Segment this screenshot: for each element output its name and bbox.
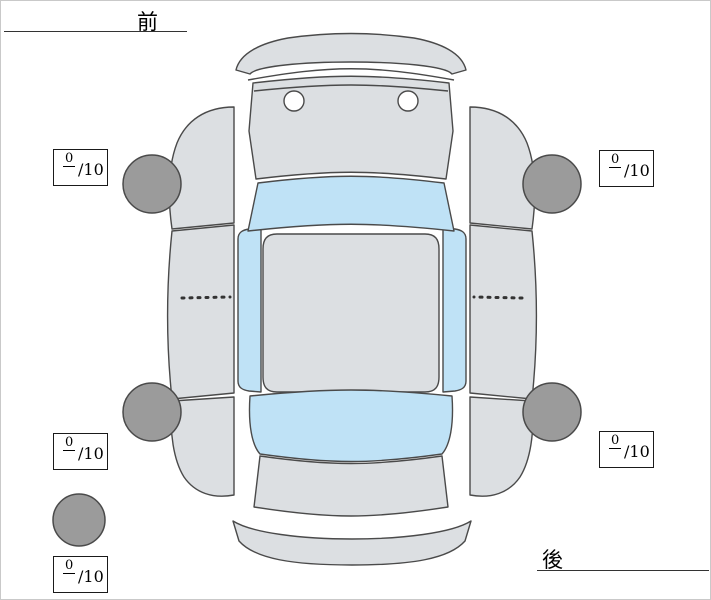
windshield-glass [247, 175, 455, 232]
score-max: /10 [624, 161, 650, 180]
score-value: 0 [63, 151, 76, 167]
score-box-rear-left[interactable]: 0 /10 [53, 433, 108, 470]
wheel-front-left [122, 154, 182, 214]
score-value: 0 [609, 433, 622, 449]
front-bumper [235, 32, 467, 75]
rear-bumper [232, 520, 472, 566]
front-cowl-line [247, 68, 455, 81]
score-value: 0 [63, 558, 76, 574]
hood-detail-circle-right [397, 90, 419, 112]
score-max: /10 [624, 442, 650, 461]
left-side-panels [166, 105, 263, 498]
score-box-spare[interactable]: 0 /10 [53, 556, 108, 593]
front-underline [4, 31, 187, 32]
hood [248, 75, 454, 180]
right-side-panels [441, 105, 538, 498]
spare-tire [52, 493, 106, 547]
wheel-front-right [522, 154, 582, 214]
score-box-front-right[interactable]: 0 /10 [599, 150, 654, 187]
rear-window-glass [248, 389, 454, 463]
score-max: /10 [78, 160, 104, 179]
score-max: /10 [78, 567, 104, 586]
wheel-rear-left [122, 382, 182, 442]
trunk-lid [253, 455, 449, 517]
score-box-front-left[interactable]: 0 /10 [53, 149, 108, 186]
hood-seam-line [253, 84, 449, 92]
score-box-rear-right[interactable]: 0 /10 [599, 431, 654, 468]
score-value: 0 [63, 435, 76, 451]
rear-label: 後 [542, 549, 564, 572]
rear-underline [537, 570, 709, 571]
roof-panel [262, 233, 440, 393]
wheel-rear-right [522, 382, 582, 442]
hood-detail-circle-left [283, 90, 305, 112]
front-label: 前 [137, 11, 159, 34]
score-value: 0 [609, 152, 622, 168]
score-max: /10 [78, 444, 104, 463]
